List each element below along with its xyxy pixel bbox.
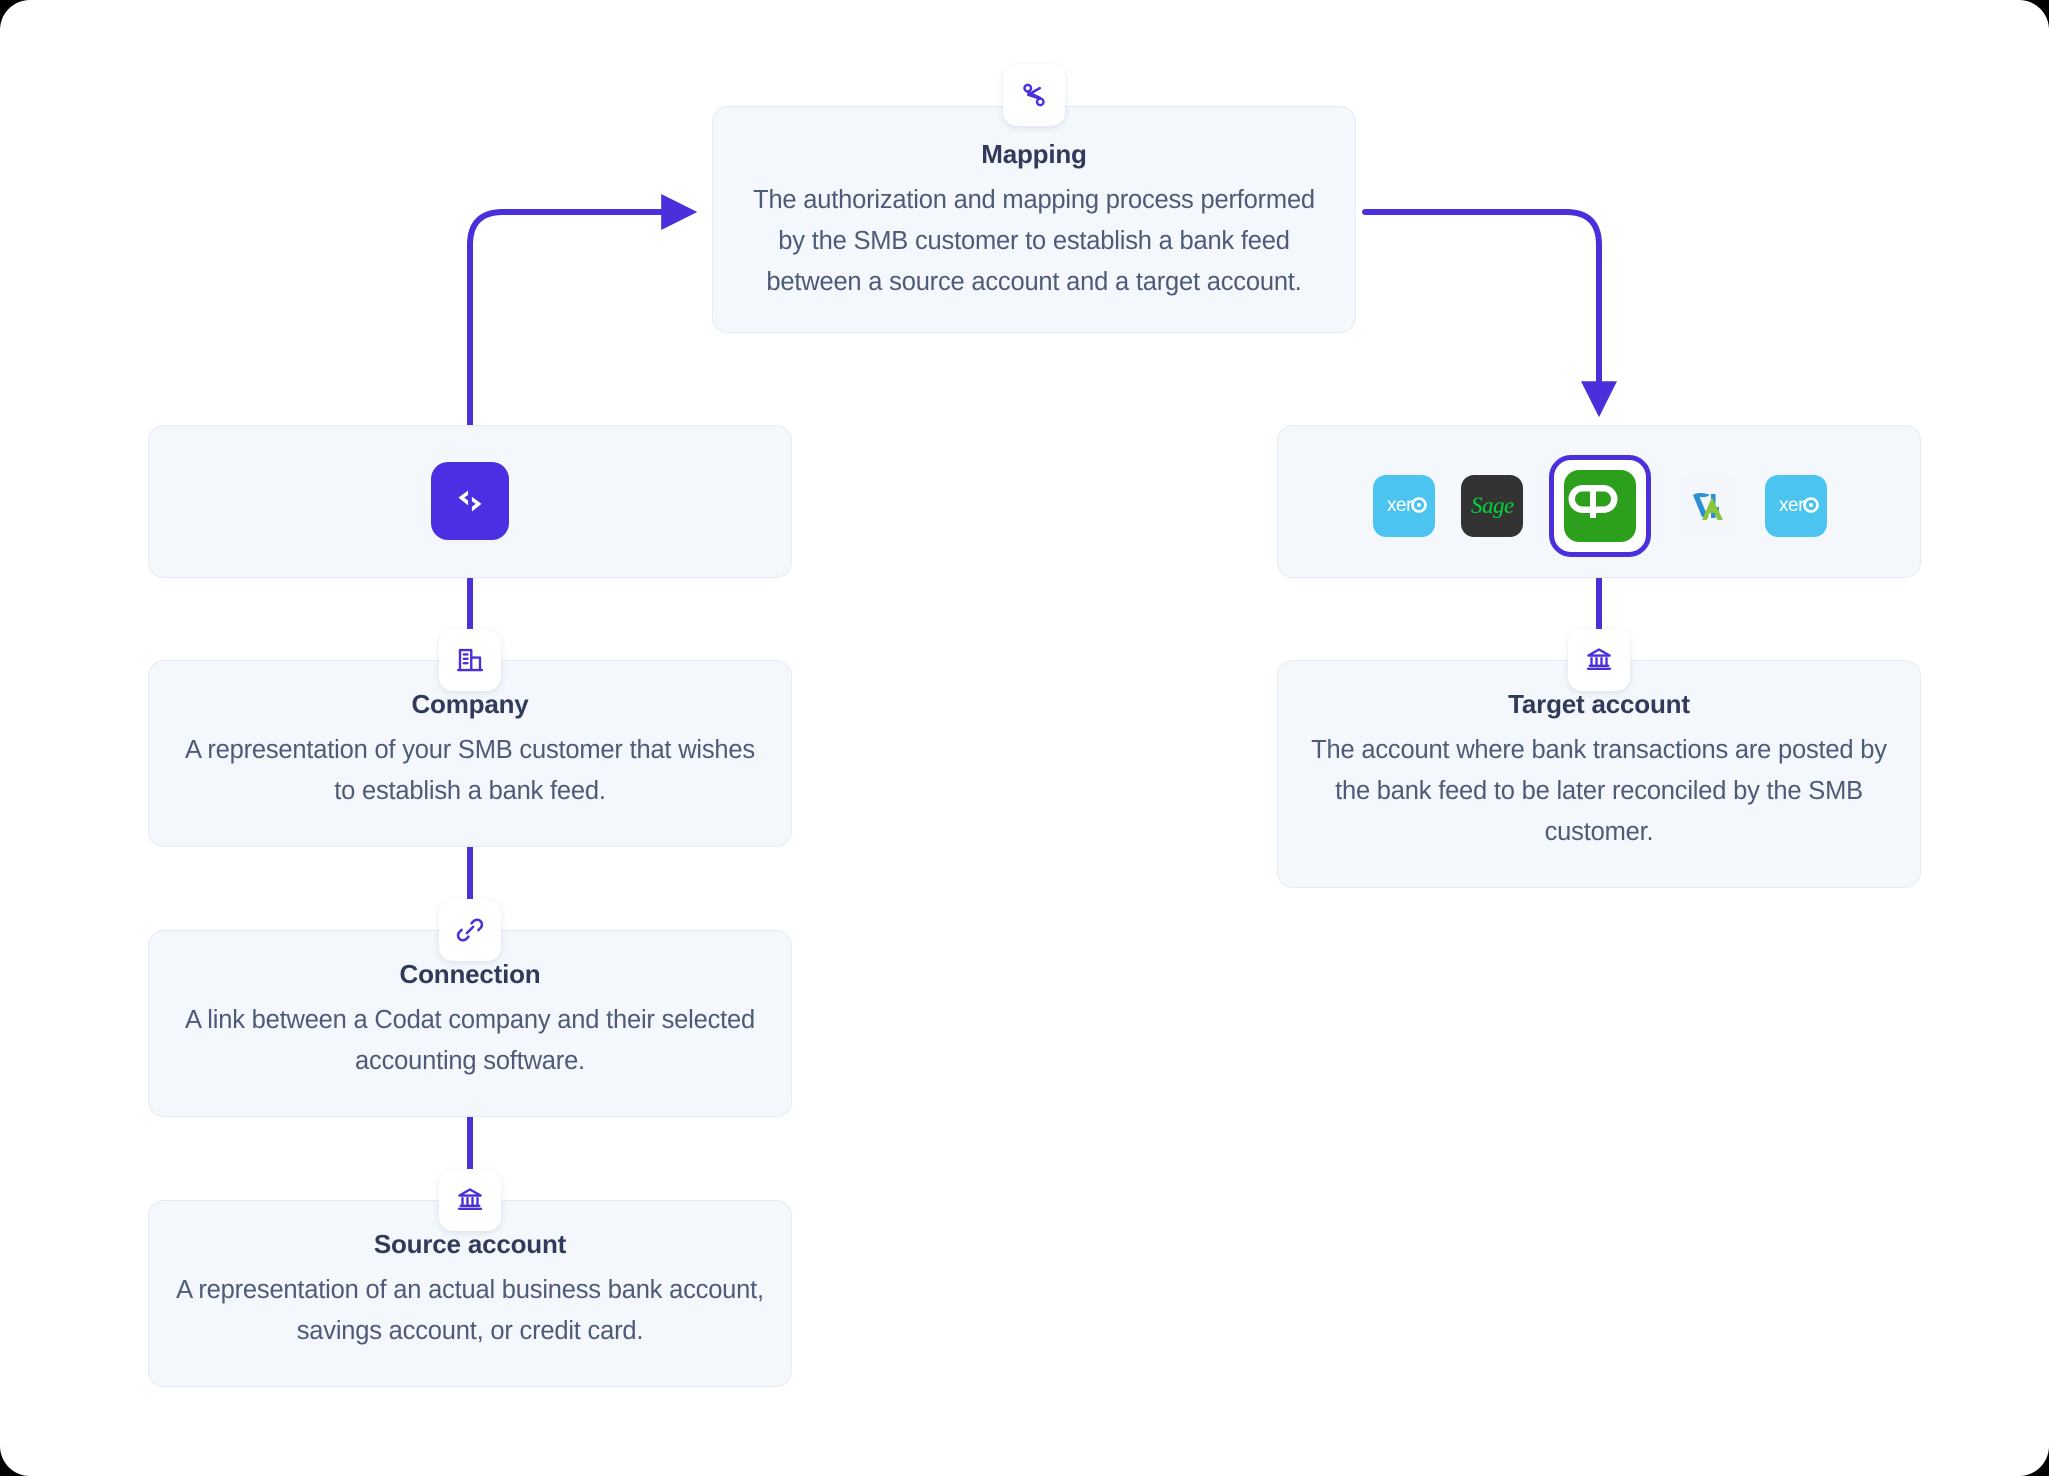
card-mapping-description: The authorization and mapping process pe…: [753, 186, 1315, 296]
card-source-account-title: Source account: [373, 1229, 567, 1259]
xero-logo-icon: xer: [1779, 495, 1819, 516]
connector-codat-to-mapping: [467, 194, 698, 428]
card-target-account-description: The account where bank transactions are …: [1311, 736, 1887, 846]
card-target-account: Target account The account where bank tr…: [1277, 660, 1921, 888]
chip-mapping-icon: [1003, 64, 1065, 126]
platform-logo-sage[interactable]: Sage: [1461, 475, 1523, 537]
link-icon: [456, 918, 484, 942]
chip-connection-icon: [439, 899, 501, 961]
card-company-title: Company: [411, 689, 529, 719]
platform-logo-quickbooks-selected[interactable]: [1549, 455, 1651, 557]
card-company-description: A representation of your SMB customer th…: [185, 736, 755, 805]
accounting-platform-logos: xer Sage: [1373, 455, 1827, 557]
mapping-nodes-icon: [1023, 83, 1045, 107]
svg-text:Sage: Sage: [1471, 493, 1514, 518]
card-mapping: Mapping The authorization and mapping pr…: [712, 106, 1356, 333]
quickbooks-logo-icon: [1568, 485, 1618, 518]
svg-text:xer: xer: [1387, 495, 1413, 516]
card-source-account: Source account A representation of an ac…: [148, 1200, 792, 1387]
connector-mapping-to-platforms: [1362, 209, 1617, 418]
codat-logo-icon: [458, 490, 482, 512]
sage-logo-icon: Sage: [1471, 493, 1515, 518]
platform-logo-freeagent[interactable]: [1677, 475, 1739, 537]
card-source-account-description: A representation of an actual business b…: [176, 1276, 764, 1345]
platform-logo-xero[interactable]: xer: [1373, 475, 1435, 537]
bank-icon: [457, 1188, 483, 1210]
chip-source-account-icon: [439, 1169, 501, 1231]
platform-logo-quickbooks: [1564, 470, 1636, 542]
card-connection-description: A link between a Codat company and their…: [185, 1006, 755, 1075]
svg-text:xer: xer: [1779, 495, 1805, 516]
chip-company-icon: [439, 629, 501, 691]
freeagent-logo-icon: [1693, 493, 1723, 520]
platform-logo-xero-secondary[interactable]: xer: [1765, 475, 1827, 537]
chip-target-account-icon: [1568, 629, 1630, 691]
card-mapping-title: Mapping: [981, 139, 1087, 169]
bank-icon: [1586, 648, 1612, 670]
card-connection-title: Connection: [399, 959, 541, 989]
card-connection: Connection A link between a Codat compan…: [148, 930, 792, 1117]
building-icon: [456, 648, 484, 672]
codat-logo-tile: [431, 462, 509, 540]
card-target-account-title: Target account: [1508, 689, 1690, 719]
xero-logo-icon: xer: [1387, 495, 1427, 516]
